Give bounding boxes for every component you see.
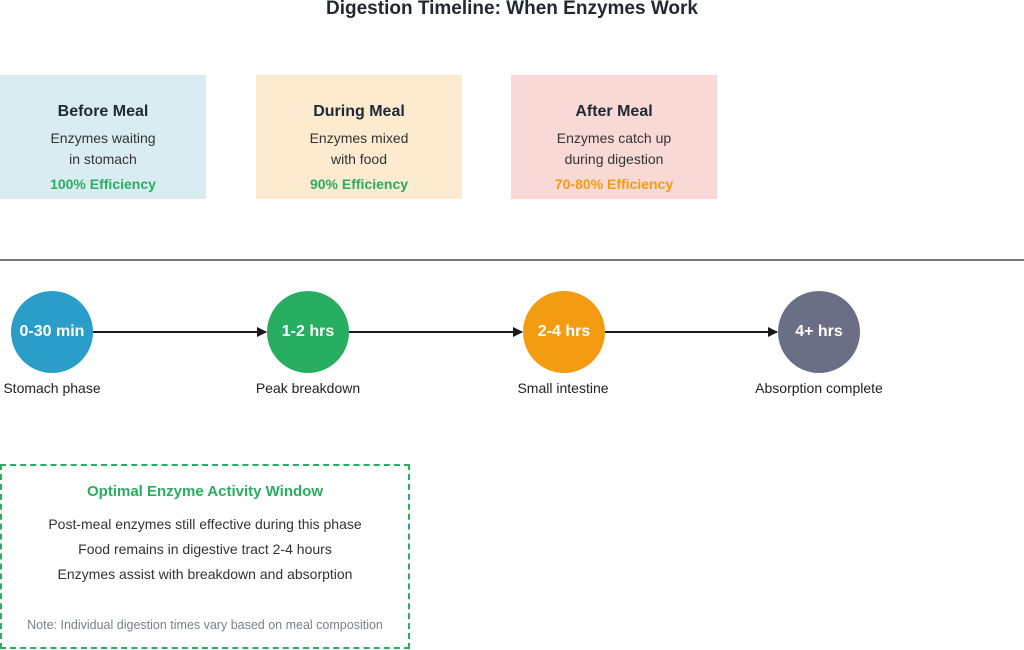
phase-card-during-meal: During Meal Enzymes mixed with food 90% …: [256, 75, 462, 199]
phase-card-title: After Meal: [575, 103, 653, 120]
timeline-node-time: 0-30 min: [19, 323, 85, 340]
optimal-window-box: Optimal Enzyme Activity Window Post-meal…: [0, 464, 410, 649]
phase-card-description-line-1: Enzymes mixed: [309, 130, 409, 146]
timeline-node-stomach-phase: 0-30 min: [11, 291, 93, 373]
diagram-title: Digestion Timeline: When Enzymes Work: [326, 0, 698, 19]
timeline-node-small-intestine: 2-4 hrs: [523, 291, 605, 373]
phase-card-efficiency: 70-80% Efficiency: [554, 176, 674, 192]
timeline-node-peak-breakdown: 1-2 hrs: [267, 291, 349, 373]
timeline-caption: Absorption complete: [755, 380, 883, 396]
phase-card-after-meal: After Meal Enzymes catch up during diges…: [511, 75, 717, 199]
section-divider: [0, 259, 1024, 261]
phase-card-efficiency: 100% Efficiency: [50, 176, 156, 192]
timeline-caption: Stomach phase: [3, 380, 101, 396]
phase-card-before-meal: Before Meal Enzymes waiting in stomach 1…: [0, 75, 206, 199]
timeline-node-time: 4+ hrs: [795, 323, 843, 340]
phase-card-description-line-1: Enzymes catch up: [556, 130, 672, 146]
timeline-caption: Peak breakdown: [255, 380, 361, 396]
phase-card-title: Before Meal: [57, 103, 149, 120]
phase-card-efficiency: 90% Efficiency: [309, 176, 409, 192]
timeline-caption: Small intestine: [517, 380, 609, 396]
timeline-node-time: 2-4 hrs: [537, 323, 591, 340]
phase-card-description-line-2: during digestion: [564, 151, 664, 167]
phase-card-description-line-2: in stomach: [69, 151, 137, 167]
optimal-window-line: Enzymes assist with breakdown and absorp…: [57, 566, 353, 582]
optimal-window-title: Optimal Enzyme Activity Window: [86, 483, 323, 500]
optimal-window-note: Note: Individual digestion times vary ba…: [27, 618, 383, 632]
timeline-node-absorption-complete: 4+ hrs: [778, 291, 860, 373]
timeline-node-time: 1-2 hrs: [281, 323, 335, 340]
optimal-window-line: Post-meal enzymes still effective during…: [48, 516, 362, 532]
phase-card-title: During Meal: [313, 103, 405, 120]
optimal-window-line: Food remains in digestive tract 2-4 hour…: [78, 541, 332, 557]
phase-card-description-line-2: with food: [330, 151, 388, 167]
phase-card-description-line-1: Enzymes waiting: [50, 130, 156, 146]
